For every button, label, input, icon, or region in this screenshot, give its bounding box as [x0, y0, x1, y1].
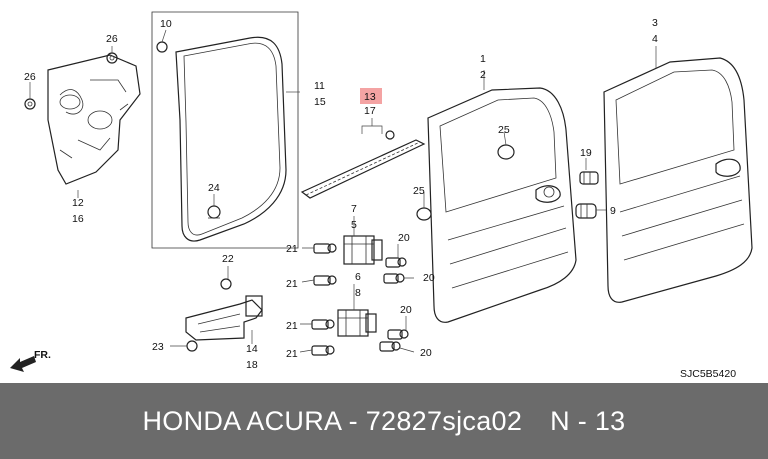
callout-labels: 10 26 26 11 15 12 16 24 13 17 1 2 3 4 25… — [24, 17, 658, 371]
footer-bar: HONDA ACURA - 72827sjca02 N - 13 — [0, 383, 768, 459]
callout-9: 9 — [610, 205, 616, 217]
callout-20-a: 20 — [398, 232, 410, 244]
callout-14: 14 — [246, 343, 258, 355]
rear-door-left-outer — [427, 87, 577, 323]
leader-lines — [29, 29, 657, 353]
callout-26-left: 26 — [24, 71, 36, 83]
door-molding — [300, 130, 426, 199]
callout-4: 4 — [652, 33, 658, 45]
front-direction-indicator: FR. — [10, 349, 51, 372]
rear-door-right-outer — [603, 57, 753, 303]
highlight-box-13 — [360, 88, 382, 104]
callout-21-d: 21 — [286, 348, 298, 360]
upper-hinge — [343, 235, 383, 265]
nut-26-upper — [106, 52, 118, 64]
callout-20-b: 20 — [423, 272, 435, 284]
bolts-21 — [311, 243, 337, 356]
callout-16: 16 — [72, 213, 84, 225]
door-parts-diagram: 10 26 26 11 15 12 16 24 13 17 1 2 3 4 25… — [10, 11, 753, 380]
callout-3: 3 — [652, 17, 658, 29]
callout-21-c: 21 — [286, 320, 298, 332]
callout-24: 24 — [208, 182, 220, 194]
callout-18: 18 — [246, 359, 258, 371]
callout-20-c: 20 — [400, 304, 412, 316]
door-shield-panel — [47, 54, 141, 185]
bolt-21-a — [313, 243, 337, 254]
bolt-21-b — [313, 275, 337, 286]
door-checker — [185, 278, 263, 352]
callout-13: 13 — [364, 91, 376, 103]
lower-hinge — [337, 309, 377, 337]
front-direction-label: FR. — [34, 349, 51, 361]
callout-5: 5 — [351, 219, 357, 231]
bolt-21-d — [311, 345, 335, 356]
callout-23: 23 — [152, 341, 164, 353]
callout-17: 17 — [364, 105, 376, 117]
callout-19: 19 — [580, 147, 592, 159]
callout-15: 15 — [314, 96, 326, 108]
door-weatherstrip — [156, 36, 287, 242]
nut-26-left — [24, 98, 36, 110]
grommet-25-lower — [416, 207, 432, 221]
bolt-20-d — [379, 341, 401, 352]
footer-caption: HONDA ACURA - 72827sjca02 N - 13 — [0, 383, 768, 459]
bolt-20-a — [385, 257, 407, 268]
front-arrow-icon — [10, 356, 36, 372]
plug-19 — [579, 171, 599, 185]
callout-21-b: 21 — [286, 278, 298, 290]
callout-10: 10 — [160, 18, 172, 30]
callout-22: 22 — [222, 253, 234, 265]
bolt-20-b — [383, 273, 405, 284]
callout-25-upper: 25 — [498, 124, 510, 136]
weatherstrip-group-box — [151, 11, 299, 249]
callout-1: 1 — [480, 53, 486, 65]
bolts-20 — [379, 257, 409, 352]
callout-8: 8 — [355, 287, 361, 299]
callout-12: 12 — [72, 197, 84, 209]
bolt-20-c — [387, 329, 409, 340]
callout-26-upper: 26 — [106, 33, 118, 45]
footer-page-number: N - 13 — [550, 405, 626, 436]
callout-7: 7 — [351, 203, 357, 215]
footer-part-title: HONDA ACURA - 72827sjca02 — [142, 405, 523, 436]
callout-11: 11 — [314, 80, 325, 92]
diagram-reference-code: SJC5B5420 — [680, 368, 736, 380]
callout-6: 6 — [355, 271, 361, 283]
callout-21-a: 21 — [286, 243, 298, 255]
callout-20-d: 20 — [420, 347, 432, 359]
callout-25-lower: 25 — [413, 185, 425, 197]
bolt-21-c — [311, 319, 335, 330]
callout-2: 2 — [480, 69, 486, 81]
plug-9 — [575, 203, 597, 219]
